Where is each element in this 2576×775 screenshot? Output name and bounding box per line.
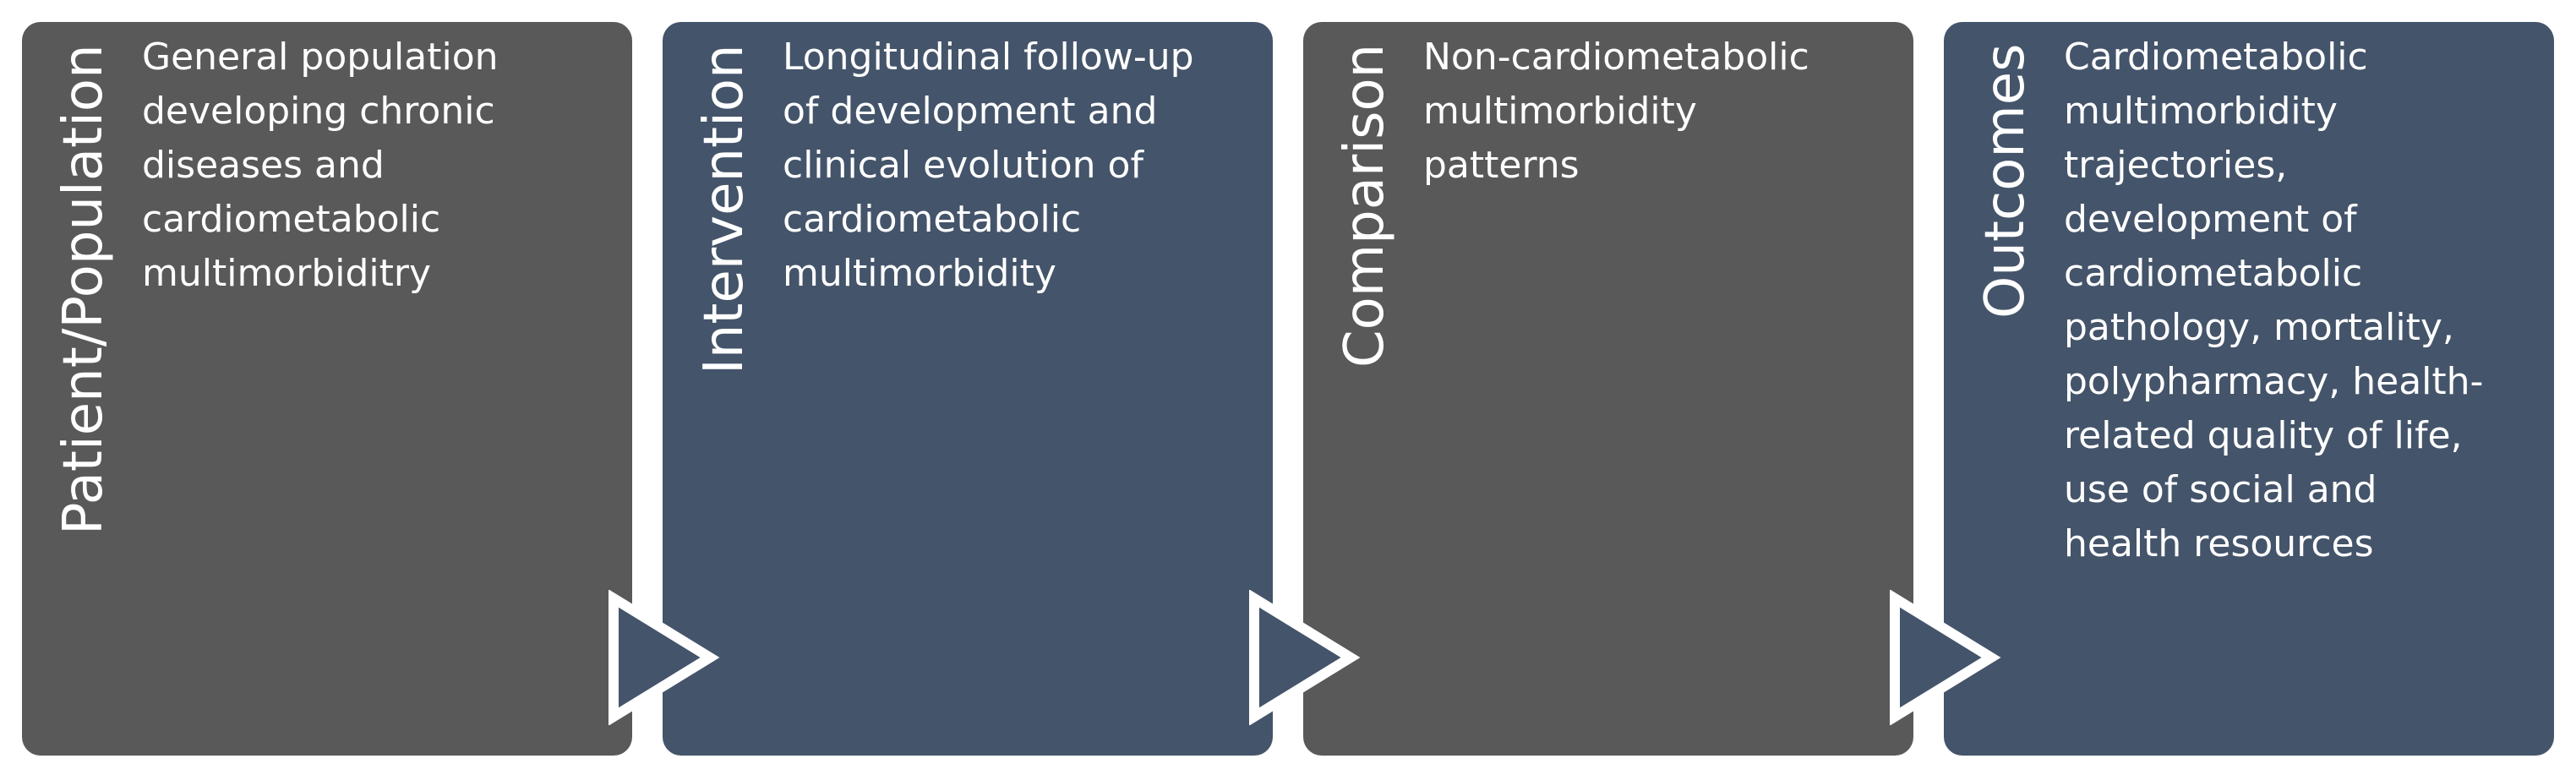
patient-population-text: General population developing chronic di…	[142, 35, 499, 295]
intervention-box: Intervention Longitudinal follow-up of d…	[663, 22, 1273, 756]
intervention-text: Longitudinal follow-up of development an…	[783, 35, 1194, 295]
patient-population-box: Patient/Population General population de…	[22, 22, 632, 756]
arrow-right-icon	[609, 590, 720, 725]
outcomes-text: Cardiometabolic multimorbidity trajector…	[2064, 35, 2484, 565]
outcomes-box: Outcomes Cardiometabolic multimorbidity …	[1944, 22, 2554, 756]
arrow-right-icon	[1890, 590, 2001, 725]
comparison-box: Comparison Non-cardiometabolic multimorb…	[1303, 22, 1913, 756]
comparison-text: Non-cardiometabolic multimorbidity patte…	[1423, 35, 1809, 187]
patient-population-label: Patient/Population	[52, 44, 115, 535]
arrow-right-icon	[1249, 590, 1361, 725]
